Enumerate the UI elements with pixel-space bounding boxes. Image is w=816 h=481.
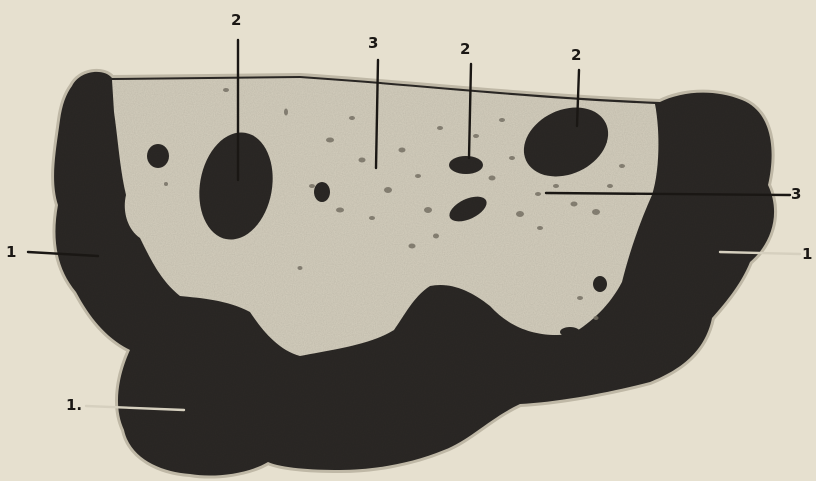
callout-1-bottom: 1. [66,396,82,414]
callout-2-left: 2 [231,11,241,29]
callout-3-top: 3 [368,34,378,52]
callout-1-left: 1 [6,243,16,261]
callout-2-middle: 2 [460,40,470,58]
callout-1-right: 1 [802,245,812,263]
callout-2-right: 2 [571,46,581,64]
callout-3-right: 3 [791,185,801,203]
